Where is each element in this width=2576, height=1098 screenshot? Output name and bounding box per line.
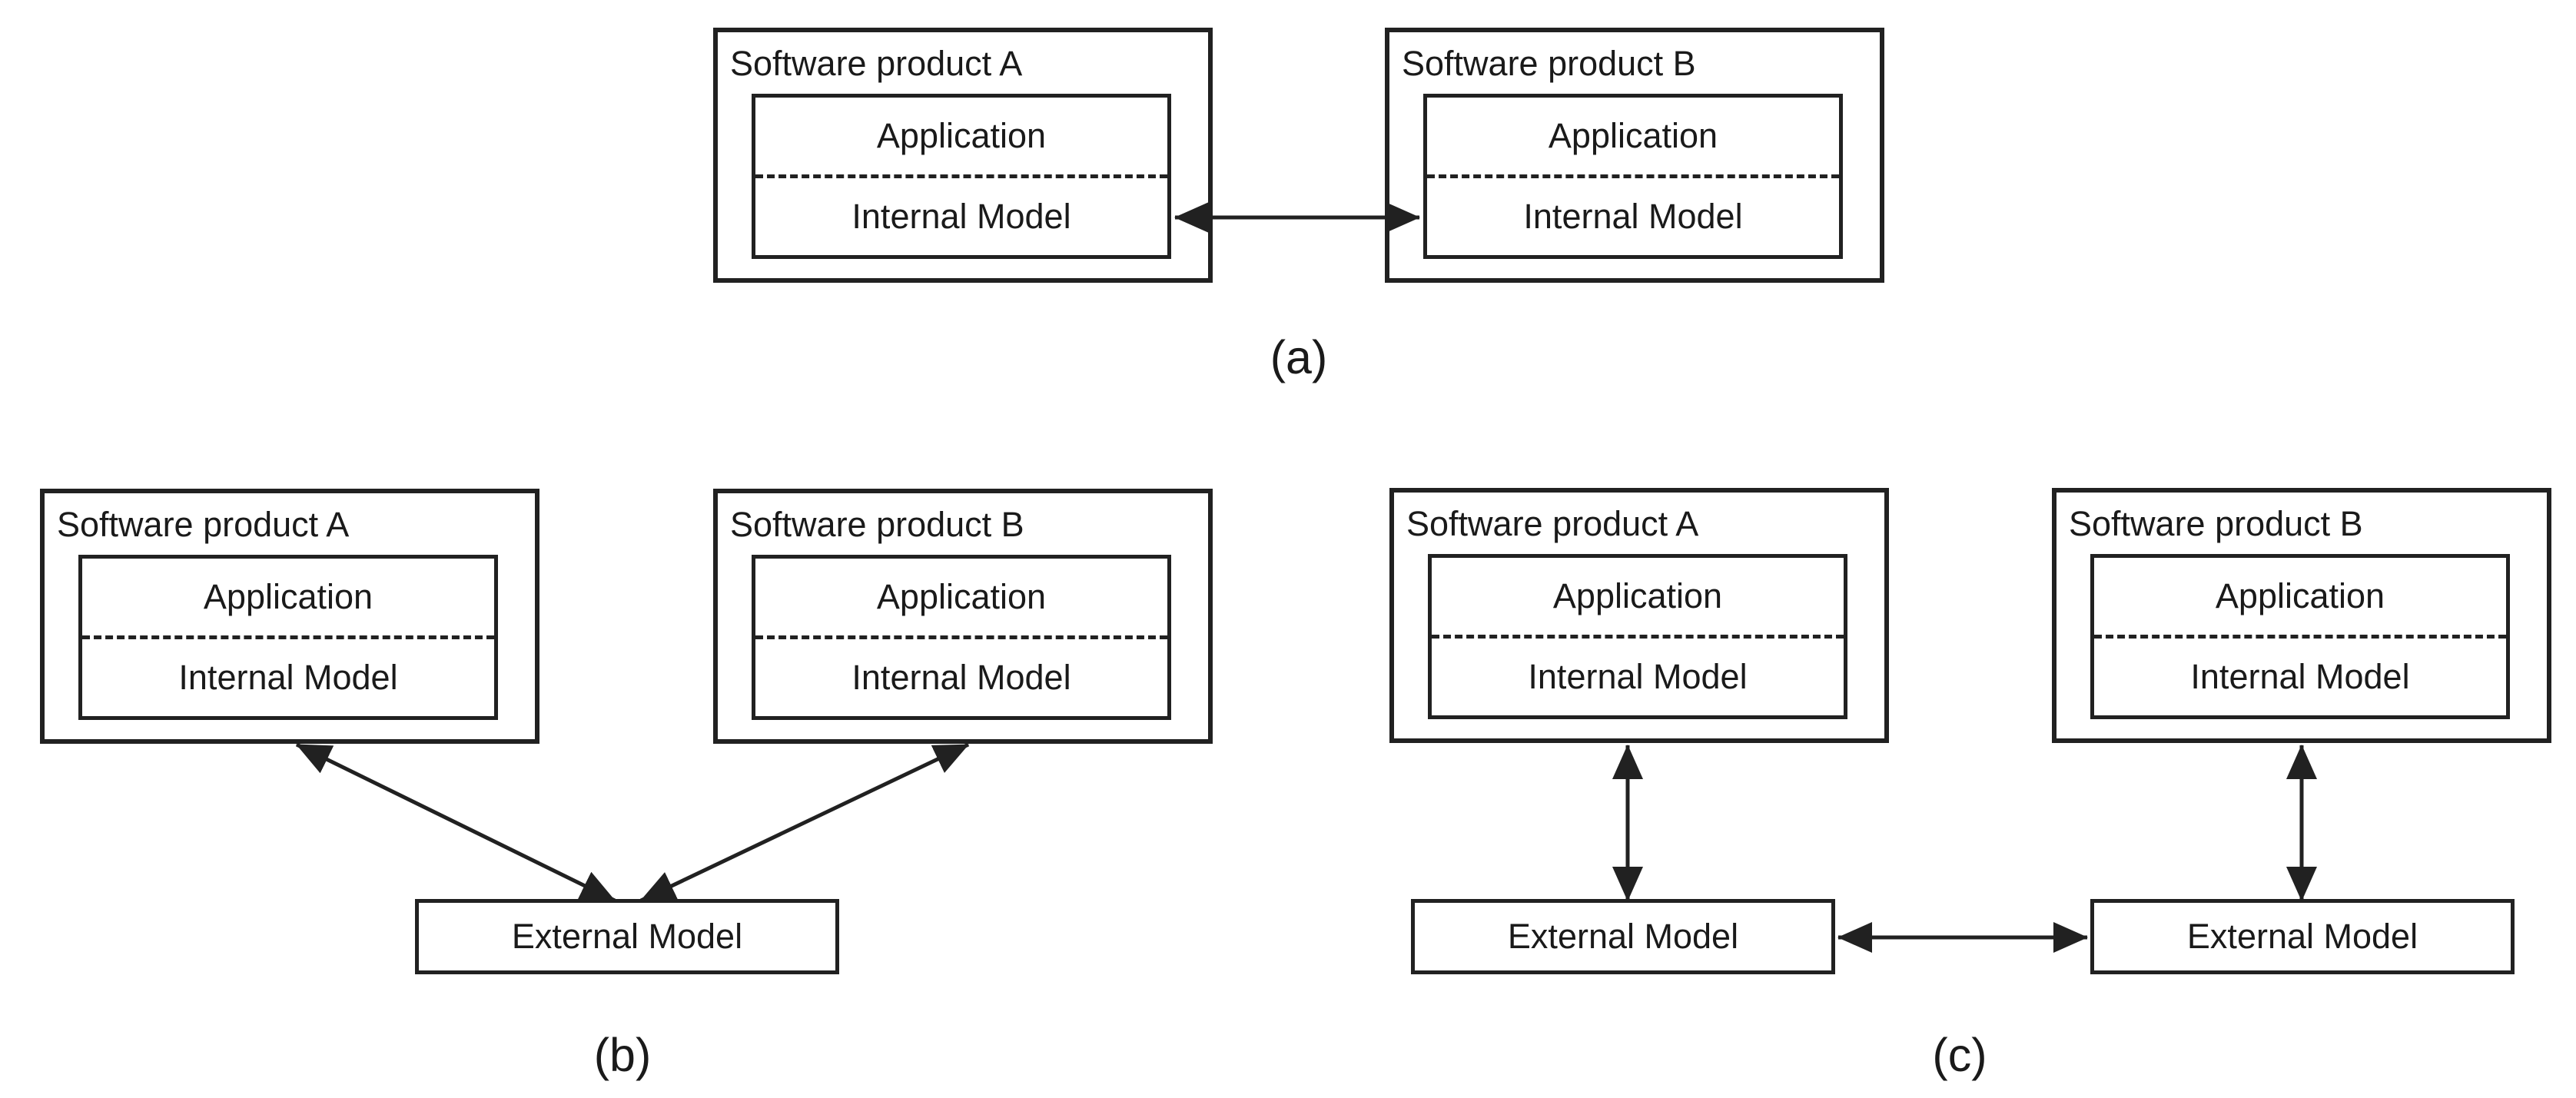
- external-model-label: External Model: [511, 917, 743, 956]
- model-stack: Application Internal Model: [1428, 554, 1847, 719]
- panel-b-product-box-b: Software product B Application Internal …: [713, 489, 1213, 744]
- external-model-label: External Model: [1507, 917, 1739, 956]
- panel-c-product-box-b: Software product B Application Internal …: [2052, 488, 2551, 743]
- panel-b-external-model-box: External Model: [415, 899, 839, 974]
- model-stack: Application Internal Model: [2090, 554, 2510, 719]
- model-stack: Application Internal Model: [78, 555, 498, 720]
- application-label: Application: [2094, 558, 2506, 639]
- panel-c-external-model-box-b: External Model: [2090, 899, 2515, 974]
- panel-a-product-box-b: Software product B Application Internal …: [1385, 28, 1884, 283]
- internal-model-label: Internal Model: [178, 658, 398, 697]
- panel-a-product-box-a: Software product A Application Internal …: [713, 28, 1213, 283]
- model-stack: Application Internal Model: [752, 555, 1171, 720]
- panel-a-label: (a): [1270, 331, 1328, 383]
- internal-model-label: Internal Model: [851, 658, 1071, 697]
- panel-c-external-model-box-a: External Model: [1411, 899, 1835, 974]
- arrow-b-product-a-to-external: [295, 742, 616, 903]
- product-title: Software product A: [1406, 504, 1699, 543]
- product-title: Software product B: [730, 505, 1024, 544]
- internal-model-label: Internal Model: [851, 197, 1071, 236]
- panel-b-product-box-a: Software product A Application Internal …: [40, 489, 539, 744]
- application-label: Application: [755, 98, 1167, 178]
- product-title: Software product A: [730, 44, 1023, 83]
- internal-model-label: Internal Model: [1528, 657, 1748, 696]
- product-title: Software product B: [1402, 44, 1696, 83]
- internal-model-label: Internal Model: [2190, 657, 2410, 696]
- internal-model-label: Internal Model: [1523, 197, 1743, 236]
- product-title: Software product A: [57, 505, 350, 544]
- external-model-label: External Model: [2186, 917, 2418, 956]
- product-title: Software product B: [2069, 504, 2363, 543]
- model-stack: Application Internal Model: [752, 94, 1171, 259]
- model-stack: Application Internal Model: [1423, 94, 1843, 259]
- application-label: Application: [82, 559, 494, 639]
- application-label: Application: [1432, 558, 1844, 639]
- application-label: Application: [755, 559, 1167, 639]
- panel-c-label: (c): [1932, 1029, 1987, 1081]
- application-label: Application: [1427, 98, 1839, 178]
- arrow-b-product-b-to-external: [639, 742, 970, 903]
- panel-b-label: (b): [593, 1029, 652, 1081]
- panel-c-product-box-a: Software product A Application Internal …: [1389, 488, 1889, 743]
